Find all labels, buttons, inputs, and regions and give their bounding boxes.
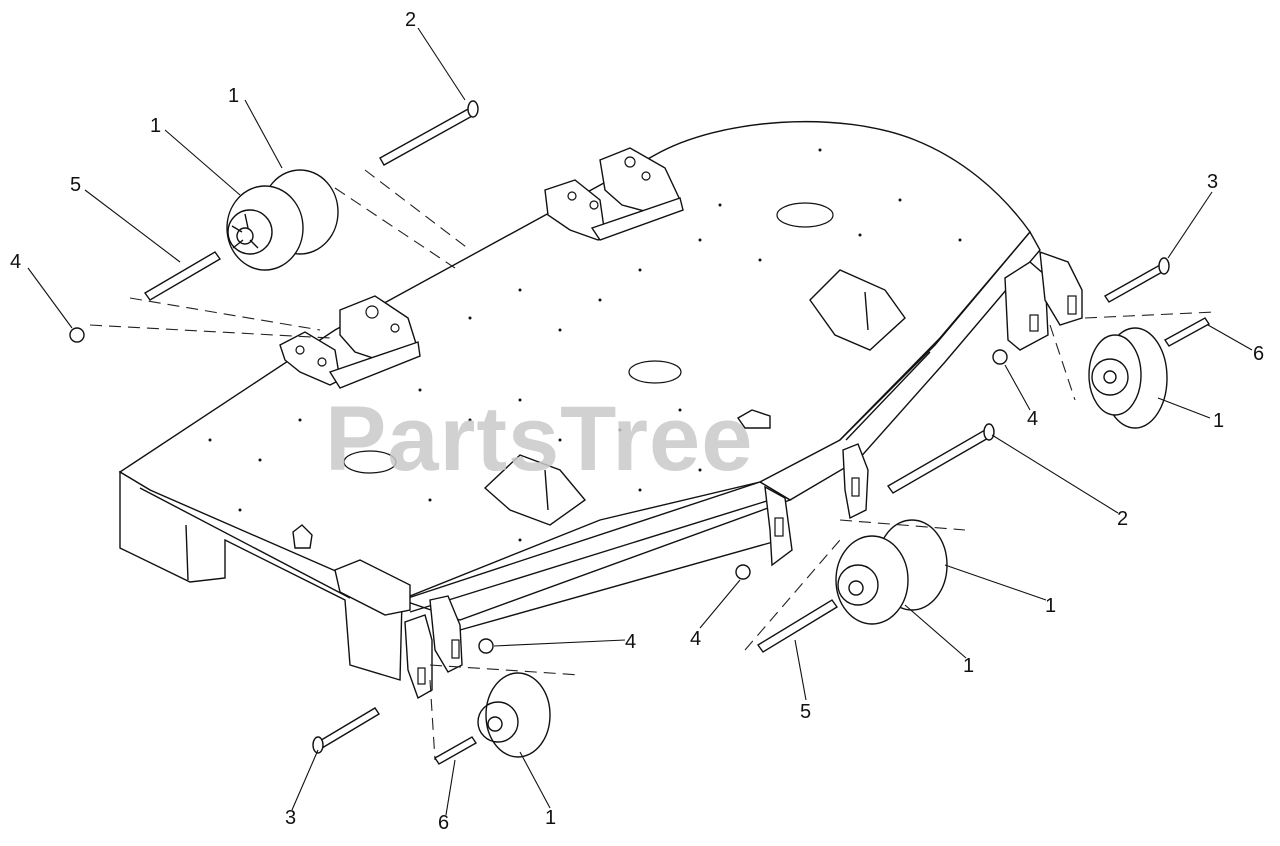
roller-wheel-right xyxy=(1088,327,1168,429)
callout-1-mid-a: 1 xyxy=(1045,595,1056,617)
callout-1-mid-b: 1 xyxy=(963,655,974,677)
callout-4-right: 4 xyxy=(1027,408,1038,430)
hardware xyxy=(69,100,1211,765)
roller-wheel-mid-right xyxy=(835,519,948,625)
callout-1-top-b: 1 xyxy=(150,115,161,137)
roller-wheel-top-left xyxy=(226,169,339,271)
callout-4-mid-a: 4 xyxy=(625,631,636,653)
callout-3-bottom: 3 xyxy=(285,807,296,829)
leader-lines xyxy=(27,27,1253,816)
callout-4-top: 4 xyxy=(10,251,21,273)
callout-6-bottom: 6 xyxy=(438,812,449,834)
mower-deck xyxy=(118,120,1041,681)
assembly-lines xyxy=(89,169,1216,761)
callout-5-top: 5 xyxy=(70,174,81,196)
callout-labels: 2 1 1 5 4 3 6 4 1 2 1 4 4 1 5 3 6 1 xyxy=(10,9,1264,834)
callout-1-right: 1 xyxy=(1213,410,1224,432)
callout-6-right: 6 xyxy=(1253,343,1264,365)
wheel-brackets xyxy=(279,147,1083,700)
callout-2-top: 2 xyxy=(405,9,416,31)
roller-wheel-bottom xyxy=(477,672,551,758)
watermark: PartsTree xyxy=(325,388,753,490)
callout-5-bottom: 5 xyxy=(800,701,811,723)
callout-3-right: 3 xyxy=(1207,171,1218,193)
callout-4-mid-b: 4 xyxy=(690,628,701,650)
callout-1-top-a: 1 xyxy=(228,85,239,107)
callout-1-bottom: 1 xyxy=(545,807,556,829)
callout-2-right: 2 xyxy=(1117,508,1128,530)
